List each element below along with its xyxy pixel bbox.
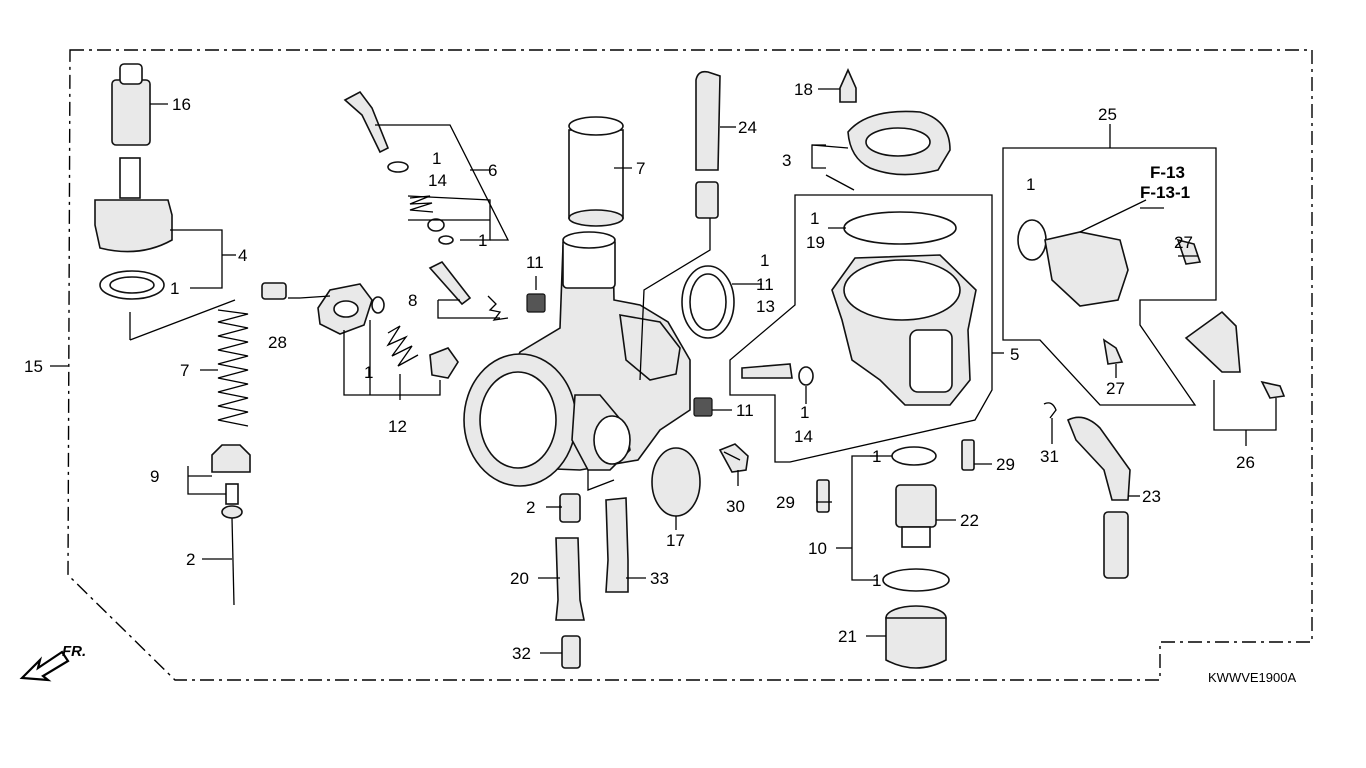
callout-1-sensor: 1 [1026, 175, 1035, 194]
screw-part-27-lower [1102, 338, 1124, 365]
slow-jet-part-32 [561, 635, 581, 669]
callout-20: 20 [510, 569, 529, 588]
front-arrow-icon [19, 650, 70, 682]
callout-4: 4 [238, 246, 247, 265]
callout-15: 15 [24, 357, 43, 376]
screw-part-29-left [816, 479, 830, 513]
tube-part-24 [695, 70, 721, 219]
callout-8: 8 [408, 291, 417, 310]
callout-24: 24 [738, 118, 757, 137]
callout-14-pilot: 14 [428, 171, 447, 190]
assembly-boundary [67, 49, 1313, 681]
callout-13: 13 [756, 297, 775, 316]
callout-11-center: 11 [756, 275, 774, 294]
callout-1-pilot: 1 [432, 149, 441, 168]
starter-jet-part-33 [605, 497, 629, 593]
callout-21: 21 [838, 627, 857, 646]
throttle-valve-part-7-center [568, 116, 624, 227]
callout-29-left: 29 [776, 493, 795, 512]
callout-1-pilot-lower: 1 [478, 231, 487, 250]
callout-3: 3 [782, 151, 791, 170]
leader-lines [50, 88, 1277, 654]
callout-10: 10 [808, 539, 827, 558]
callout-33: 33 [650, 569, 669, 588]
callout-31: 31 [1040, 447, 1059, 466]
callout-27-upper: 27 [1174, 233, 1193, 252]
callout-6: 6 [488, 161, 497, 180]
throttle-sensor-group-boundary [1002, 147, 1217, 406]
callout-2-needle: 2 [186, 550, 195, 569]
callout-1-drain-gasket: 1 [872, 571, 881, 590]
callout-28: 28 [268, 333, 287, 352]
callout-26: 26 [1236, 453, 1255, 472]
callout-11-lower: 11 [736, 401, 754, 420]
air-cut-valve-cap-part-16 [111, 63, 151, 146]
float-chamber-body-part-5 [831, 254, 977, 406]
throttle-stop-screw-part-8 [428, 260, 509, 321]
callout-32: 32 [512, 644, 531, 663]
carburetor-body [463, 231, 691, 487]
pilot-screw-part-6 [343, 90, 454, 245]
cap-part-17 [651, 447, 701, 517]
screw-part-18 [839, 68, 857, 103]
callout-2-main-jet: 2 [526, 498, 535, 517]
callout-22: 22 [960, 511, 979, 530]
reference-f13: F-13 [1150, 163, 1185, 182]
callout-23: 23 [1142, 487, 1161, 506]
drain-cap-part-21 [885, 605, 947, 669]
callout-11-upper: 11 [526, 253, 544, 272]
cap-part-11-upper [526, 293, 546, 313]
filter-part-22 [895, 484, 937, 548]
callout-17: 17 [666, 531, 685, 550]
callout-18: 18 [794, 80, 813, 99]
callout-16: 16 [172, 95, 191, 114]
needle-holder-part-9 [211, 444, 251, 505]
callout-1-drain-oring: 1 [872, 447, 881, 466]
callout-14-adjust: 14 [794, 427, 813, 446]
callout-5: 5 [1010, 345, 1019, 364]
throttle-position-sensor-part-25 [1044, 231, 1129, 307]
callout-9: 9 [150, 467, 159, 486]
callout-29-right: 29 [996, 455, 1015, 474]
callout-25: 25 [1098, 105, 1117, 124]
o-ring-part-1-sensor [1017, 219, 1047, 261]
jet-needle-part-2-left [221, 505, 243, 606]
callout-1-cover: 1 [364, 363, 373, 382]
gasket-part-1-19 [843, 211, 957, 245]
callout-27-lower: 27 [1106, 379, 1125, 398]
screw-part-29-right [961, 439, 975, 471]
float-chamber-group-boundary [729, 194, 993, 463]
o-ring-part-1-drain [891, 446, 937, 466]
callout-1-oring-center: 1 [760, 251, 769, 270]
clip-part-31 [1043, 402, 1057, 419]
needle-jet-part-20 [555, 537, 585, 621]
callout-7-spring: 7 [180, 361, 189, 380]
front-marker-label: FR. [62, 643, 86, 660]
cover-plate-part-28 [261, 282, 385, 335]
main-jet-part-2-center [559, 493, 581, 523]
screw-part-30 [718, 443, 749, 473]
callout-12: 12 [388, 417, 407, 436]
lever-part-26 [1184, 310, 1286, 399]
clamp-part-3 [825, 110, 951, 191]
callout-1-oring-left: 1 [170, 279, 179, 298]
reference-f13-1: F-13-1 [1140, 183, 1190, 202]
spring-part-7-left [217, 309, 249, 427]
callout-19: 19 [806, 233, 825, 252]
gasket-part-1-bottom [882, 568, 950, 592]
drawing-code: KWWVE1900A [1208, 670, 1296, 685]
valve-body-part-4 [94, 157, 173, 253]
callout-1-adjust: 1 [800, 403, 809, 422]
callout-7-valve: 7 [636, 159, 645, 178]
adjust-screw-part-14-right [741, 363, 814, 386]
callout-30: 30 [726, 497, 745, 516]
spring-part-12 [386, 325, 459, 379]
tube-part-23 [1066, 416, 1131, 579]
callout-1-gasket: 1 [810, 209, 819, 228]
cap-part-11-lower [693, 397, 713, 417]
